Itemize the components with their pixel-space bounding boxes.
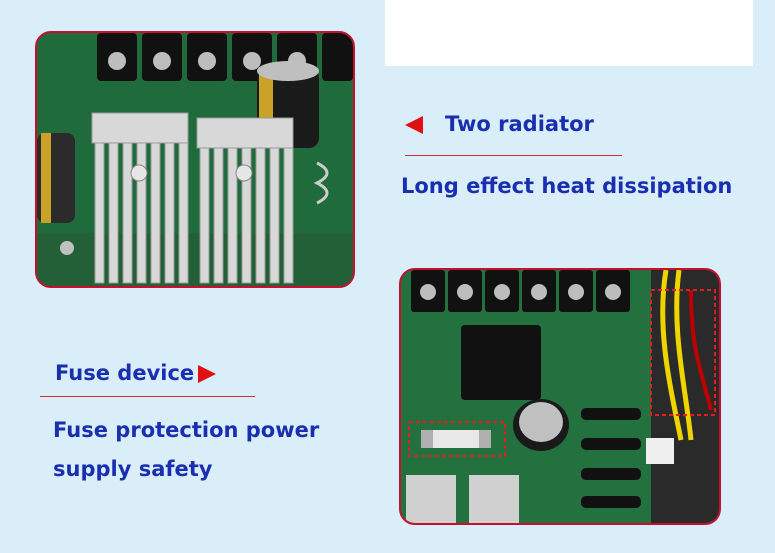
fuse-board-photo [399, 268, 721, 525]
bottom-feature-description-line2: supply safety [53, 457, 213, 481]
bottom-feature-description-line1: Fuse protection power [53, 418, 320, 442]
heatsink-illustration [37, 33, 353, 286]
right-triangle-icon [198, 365, 216, 383]
header-white-panel [385, 0, 753, 66]
top-feature-divider [405, 155, 622, 156]
left-triangle-icon [405, 116, 423, 134]
bottom-feature-title: Fuse device [55, 361, 195, 385]
bottom-feature-divider [40, 396, 255, 397]
top-feature-title: Two radiator [445, 112, 594, 136]
top-feature-description: Long effect heat dissipation [401, 174, 733, 198]
fuse-board-illustration [401, 270, 719, 523]
heatsink-photo [35, 31, 355, 288]
